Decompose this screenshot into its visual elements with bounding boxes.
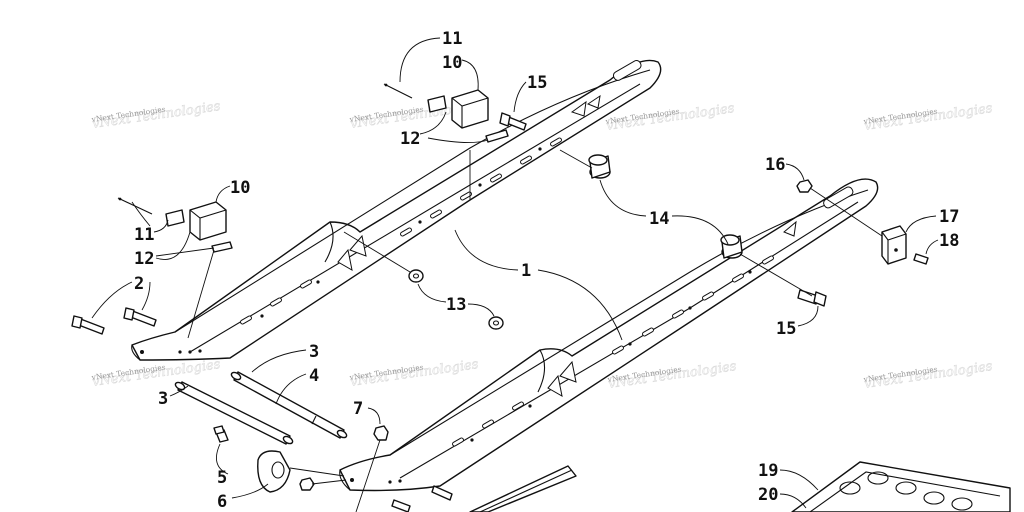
bolt-bottom-b: [391, 499, 411, 512]
end-block-17: [881, 225, 907, 265]
bolt-15-lower: [797, 289, 827, 307]
callout-11-lower: 11: [134, 225, 154, 245]
bearing-cap: [257, 450, 291, 493]
callout-18: 18: [939, 231, 959, 251]
callout-12-lower: 12: [134, 249, 154, 269]
washer-13b: [488, 316, 504, 330]
callout-17: 17: [939, 207, 959, 227]
callout-5: 5: [217, 468, 227, 488]
nut-7: [373, 425, 389, 441]
callout-20: 20: [758, 485, 778, 505]
screw-18: [913, 253, 929, 265]
leader-lines: [91, 37, 939, 512]
bushing-14-upper: [588, 154, 611, 179]
cross-shaft-3: [174, 381, 294, 445]
callout-11-upper: 11: [442, 29, 462, 49]
callout-3-lower: 3: [158, 389, 168, 409]
screw-5: [213, 425, 229, 443]
track-section: [791, 461, 1011, 512]
callout-7: 7: [353, 399, 363, 419]
callout-15-upper: 15: [527, 73, 547, 93]
callout-16: 16: [765, 155, 785, 175]
nut-16: [796, 179, 813, 193]
washer-13a: [408, 269, 424, 283]
callout-6: 6: [217, 492, 227, 512]
bolt-bottom-a: [431, 485, 453, 501]
callout-labels: 1 2 3 3 4 5 6 7 10 10 11 11 12 12 13 14 …: [134, 29, 959, 512]
bolt-2a: [71, 315, 105, 335]
sensor-bracket-upper: [383, 83, 509, 143]
callout-1: 1: [521, 261, 531, 281]
cross-shaft-4: [230, 371, 348, 439]
callout-3-upper: 3: [309, 342, 319, 362]
rail-right: [339, 178, 879, 492]
bolt-15-upper: [499, 112, 527, 131]
callout-10-lower: 10: [230, 178, 250, 198]
callout-10-upper: 10: [442, 53, 462, 73]
callout-4: 4: [309, 366, 319, 386]
callout-13: 13: [446, 295, 466, 315]
nut-6: [299, 477, 315, 491]
callout-2: 2: [134, 274, 144, 294]
callout-14: 14: [649, 209, 669, 229]
bolt-2b: [123, 307, 157, 327]
callout-19: 19: [758, 461, 778, 481]
callout-15-lower: 15: [776, 319, 796, 339]
slide-bar: [469, 465, 577, 512]
bushing-14-lower: [720, 234, 743, 259]
callout-12-upper: 12: [400, 129, 420, 149]
sensor-bracket-lower: [117, 197, 233, 253]
